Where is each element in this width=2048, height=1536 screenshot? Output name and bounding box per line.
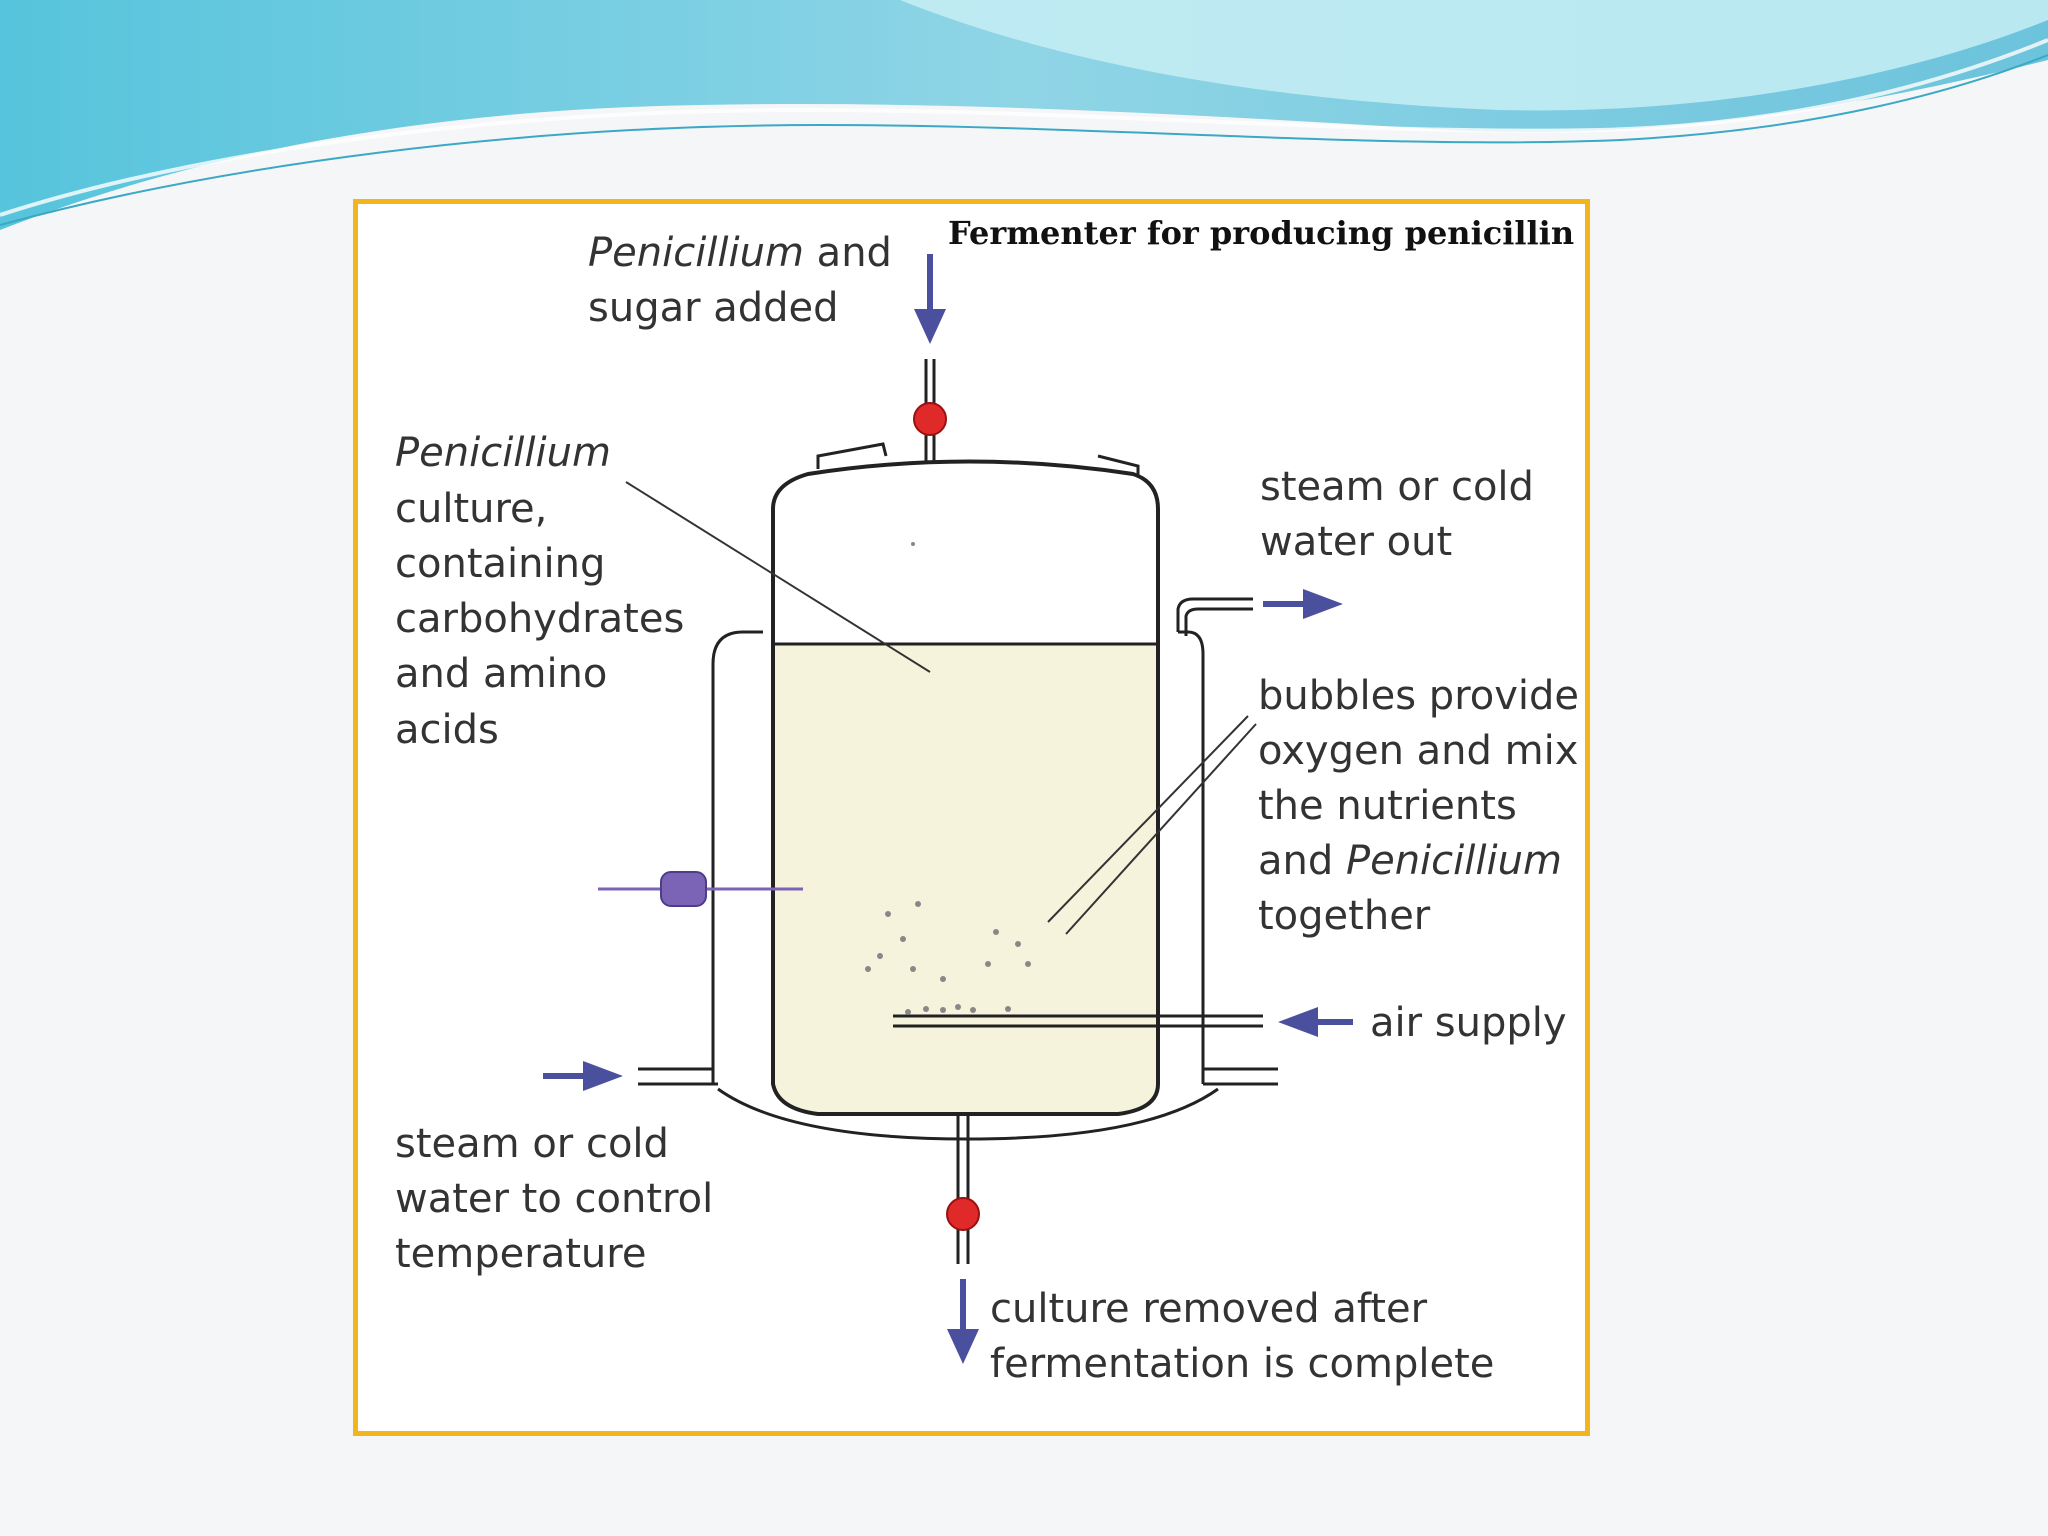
lid-clip-right — [1097, 454, 1140, 476]
outlet-valve — [946, 1197, 980, 1231]
fermenter-diagram: Fermenter for producing penicillin Penic… — [395, 214, 1579, 1387]
label-bubbles-line4: and Penicillium — [1258, 838, 1562, 884]
air-bubbles — [865, 542, 1031, 1015]
label-bubbles: bubbles provide — [1258, 673, 1579, 719]
bubbles-leader-line — [1065, 723, 1257, 935]
output-arrow-head — [947, 1329, 979, 1364]
air-supply-arrow-head — [1278, 1007, 1318, 1037]
label-culture-line5: and amino — [395, 651, 607, 697]
fermenter-vessel — [771, 459, 1160, 1116]
label-output: culture removed after — [990, 1286, 1428, 1332]
steam-out-pipe — [1184, 607, 1253, 636]
label-steam-out: steam or cold — [1260, 464, 1534, 510]
wave-banner — [0, 0, 2048, 230]
label-air-supply: air supply — [1370, 1000, 1567, 1046]
probe-sensor — [660, 871, 707, 907]
cooling-jacket — [711, 630, 1205, 1084]
label-steam-in: steam or cold — [395, 1121, 669, 1167]
label-culture-line3: containing — [395, 541, 605, 587]
label-bubbles-line3: the nutrients — [1258, 783, 1517, 829]
label-culture-line4: carbohydrates — [395, 596, 684, 642]
label-input: Penicillium and — [588, 230, 892, 276]
inlet-valve — [913, 402, 947, 436]
lid-clip-left — [816, 442, 888, 469]
culture-leader-line — [625, 481, 931, 673]
bubbles-leader-line — [1047, 715, 1249, 923]
label-steam-in-line3: temperature — [395, 1231, 646, 1277]
steam-out-arrow-head — [1303, 589, 1343, 619]
label-output-line2: fermentation is complete — [990, 1341, 1494, 1387]
label-culture-line6: acids — [395, 707, 499, 753]
diagram-frame: Fermenter for producing penicillin Penic… — [353, 199, 1590, 1436]
steam-out-pipe — [1176, 597, 1253, 632]
label-bubbles-line2: oxygen and mix — [1258, 728, 1578, 774]
label-culture-line2: culture, — [395, 486, 547, 532]
label-input-line2: sugar added — [588, 285, 839, 331]
label-steam-out-line2: water out — [1260, 519, 1452, 565]
steam-in-arrow-head — [583, 1061, 623, 1091]
diagram-title: Fermenter for producing penicillin — [948, 214, 1574, 252]
input-arrow-head — [914, 309, 946, 344]
label-bubbles-line5: together — [1258, 893, 1431, 939]
label-culture: Penicillium — [395, 430, 611, 476]
label-steam-in-line2: water to control — [395, 1176, 713, 1222]
culture-liquid — [773, 644, 1158, 1114]
